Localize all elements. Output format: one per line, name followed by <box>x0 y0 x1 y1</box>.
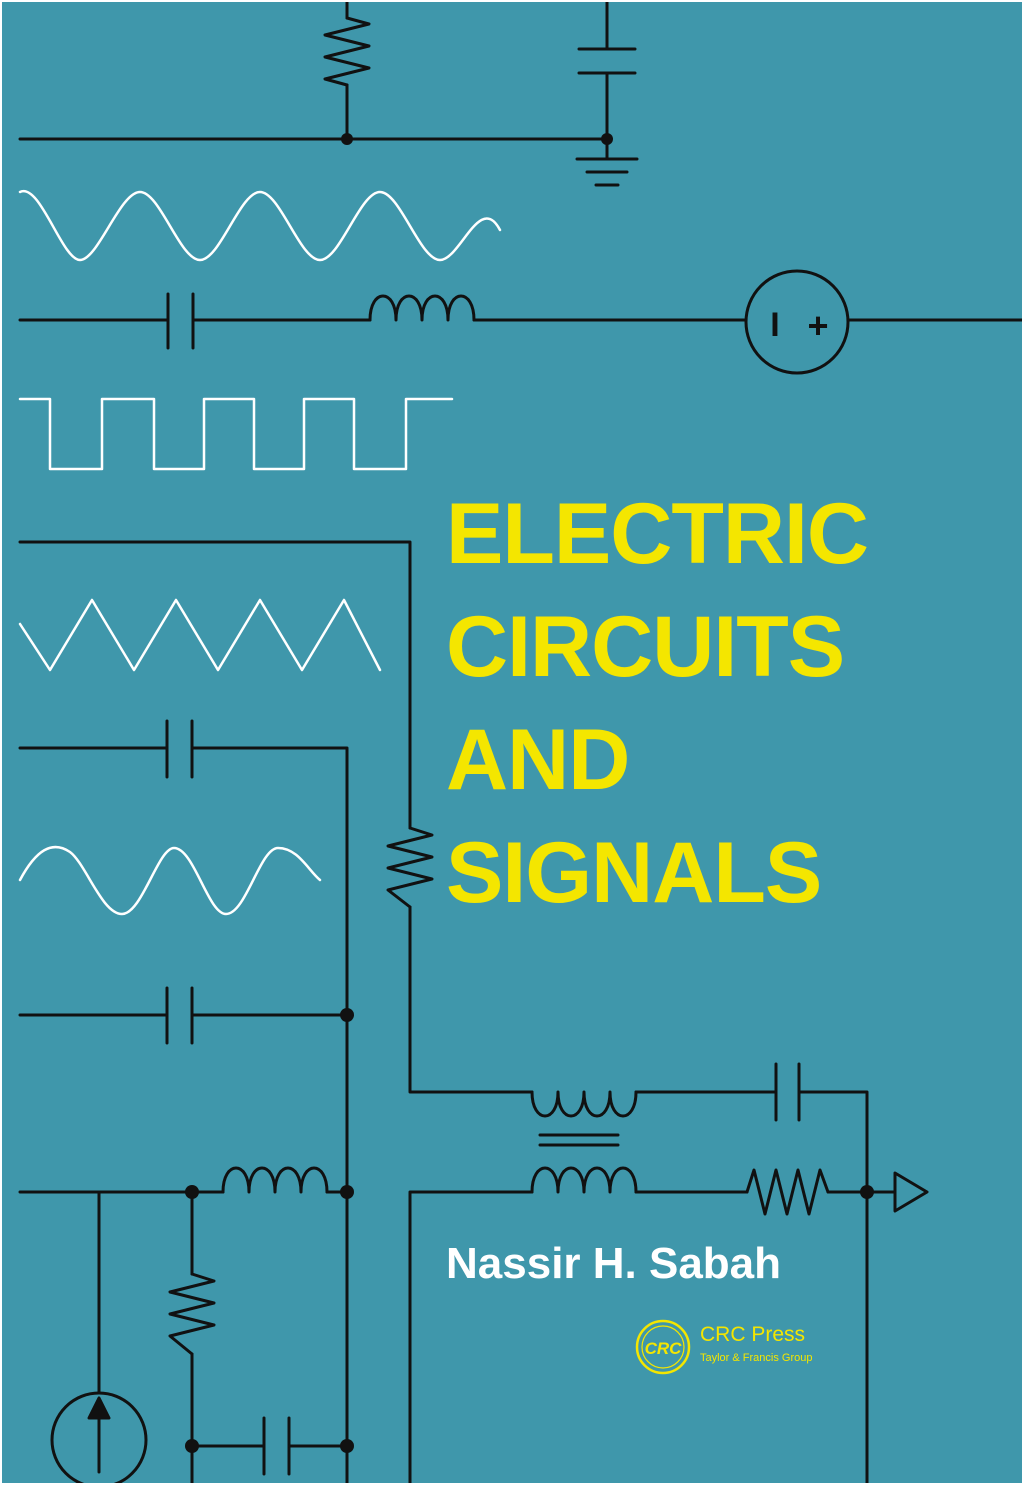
junction-dot <box>340 1439 354 1453</box>
current-arrow-head <box>87 1396 111 1420</box>
resistor-icon <box>323 16 371 87</box>
source-minus-symbol: I <box>770 306 779 344</box>
resistor-icon <box>386 826 434 909</box>
transformer-icon <box>538 1133 620 1147</box>
capacitor-icon <box>165 986 194 1045</box>
sine-wave <box>18 845 322 916</box>
wire <box>797 1090 869 1483</box>
inductor-icon <box>221 1166 329 1194</box>
junction-dot <box>860 1185 874 1199</box>
title-line-3: AND <box>446 712 630 808</box>
junction-dot <box>340 1008 354 1022</box>
inductor-icon <box>530 1166 638 1194</box>
junction-dot <box>185 1439 199 1453</box>
title-line-1: ELECTRIC <box>446 486 869 582</box>
publisher-name: CRC Press <box>700 1323 806 1346</box>
junction-dot <box>601 133 613 145</box>
square-wave <box>18 397 454 471</box>
author-name: Nassir H. Sabah <box>446 1239 782 1288</box>
wire <box>18 540 412 830</box>
resistor-icon <box>168 1272 216 1356</box>
title-line-4: SIGNALS <box>446 825 822 921</box>
capacitor-icon <box>262 1416 291 1476</box>
publisher-logo: CRC CRC Press Taylor & Francis Group <box>634 1318 834 1378</box>
capacitor-icon <box>165 719 194 779</box>
publisher-group: Taylor & Francis Group <box>700 1352 813 1364</box>
wire <box>408 1190 534 1483</box>
junction-dot <box>341 133 353 145</box>
crc-logo-icon: CRC <box>635 1319 691 1375</box>
inductor-icon <box>368 294 476 322</box>
wire <box>408 905 534 1094</box>
resistor-icon <box>745 1168 830 1216</box>
triangle-wave <box>18 598 382 672</box>
sine-wave <box>18 190 502 262</box>
capacitor-icon <box>577 47 637 75</box>
title-line-2: CIRCUITS <box>446 599 845 695</box>
capacitor-icon <box>166 292 195 350</box>
ground-icon <box>575 157 639 187</box>
book-title: ELECTRIC CIRCUITS AND SIGNALS <box>446 478 869 930</box>
output-arrow-icon <box>893 1171 929 1213</box>
voltage-source-icon <box>744 269 850 375</box>
inductor-icon <box>530 1090 638 1118</box>
crc-logo-text: CRC <box>645 1339 683 1358</box>
source-plus-symbol: + <box>807 305 828 346</box>
wire <box>190 746 349 1483</box>
junction-dot <box>340 1185 354 1199</box>
capacitor-icon <box>774 1062 801 1122</box>
